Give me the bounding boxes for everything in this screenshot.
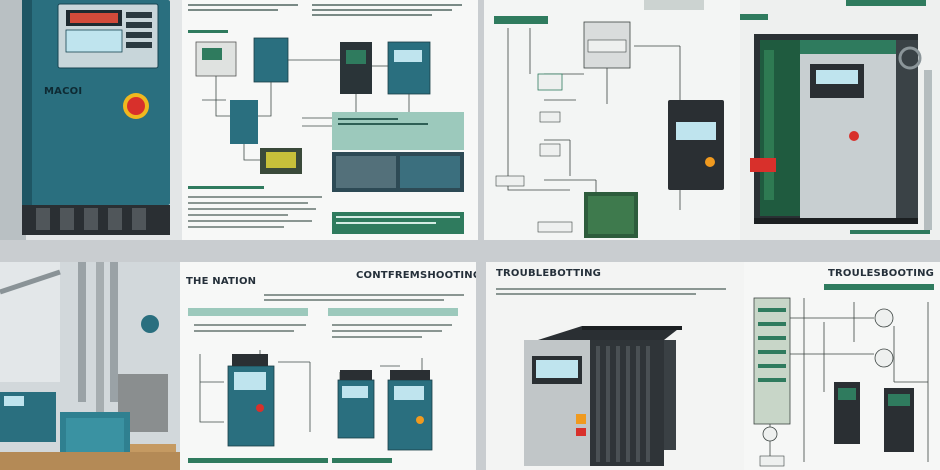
page-heading: TROULESBOOTING: [828, 268, 935, 279]
panel-wiring-page-2: THE NATION CONTFREMSHOOTING: [180, 262, 476, 470]
page-heading-left: THE NATION: [186, 276, 257, 287]
page-heading: TROUBLEBOTTING: [496, 268, 602, 279]
panel-troubleshooting-schematic: TROULESBOOTING: [744, 262, 940, 470]
drive-unit-grey: [496, 288, 726, 466]
wiring-diagram-1: [188, 4, 464, 234]
panel-wiring-page-1: [182, 0, 478, 240]
panel-drive-cabinet: MACOI: [0, 0, 182, 240]
troubleshooting-schematic: [753, 284, 934, 467]
panel-schematic-page: [484, 0, 740, 240]
panel-troubleshooting-drive: TROUBLEBOTTING: [486, 262, 744, 470]
industrial-scene: [0, 262, 180, 470]
brand-label: MACOI: [44, 86, 83, 97]
wiring-diagram-2: [188, 294, 464, 463]
drive-unit-illustration: [740, 0, 932, 234]
panel-drive-large: [740, 0, 940, 240]
schematic-diagram: [494, 0, 724, 238]
panel-industrial-photo: [0, 262, 180, 470]
page-heading-right: CONTFREMSHOOTING: [356, 270, 476, 281]
cabinet-illustration: [0, 0, 182, 240]
